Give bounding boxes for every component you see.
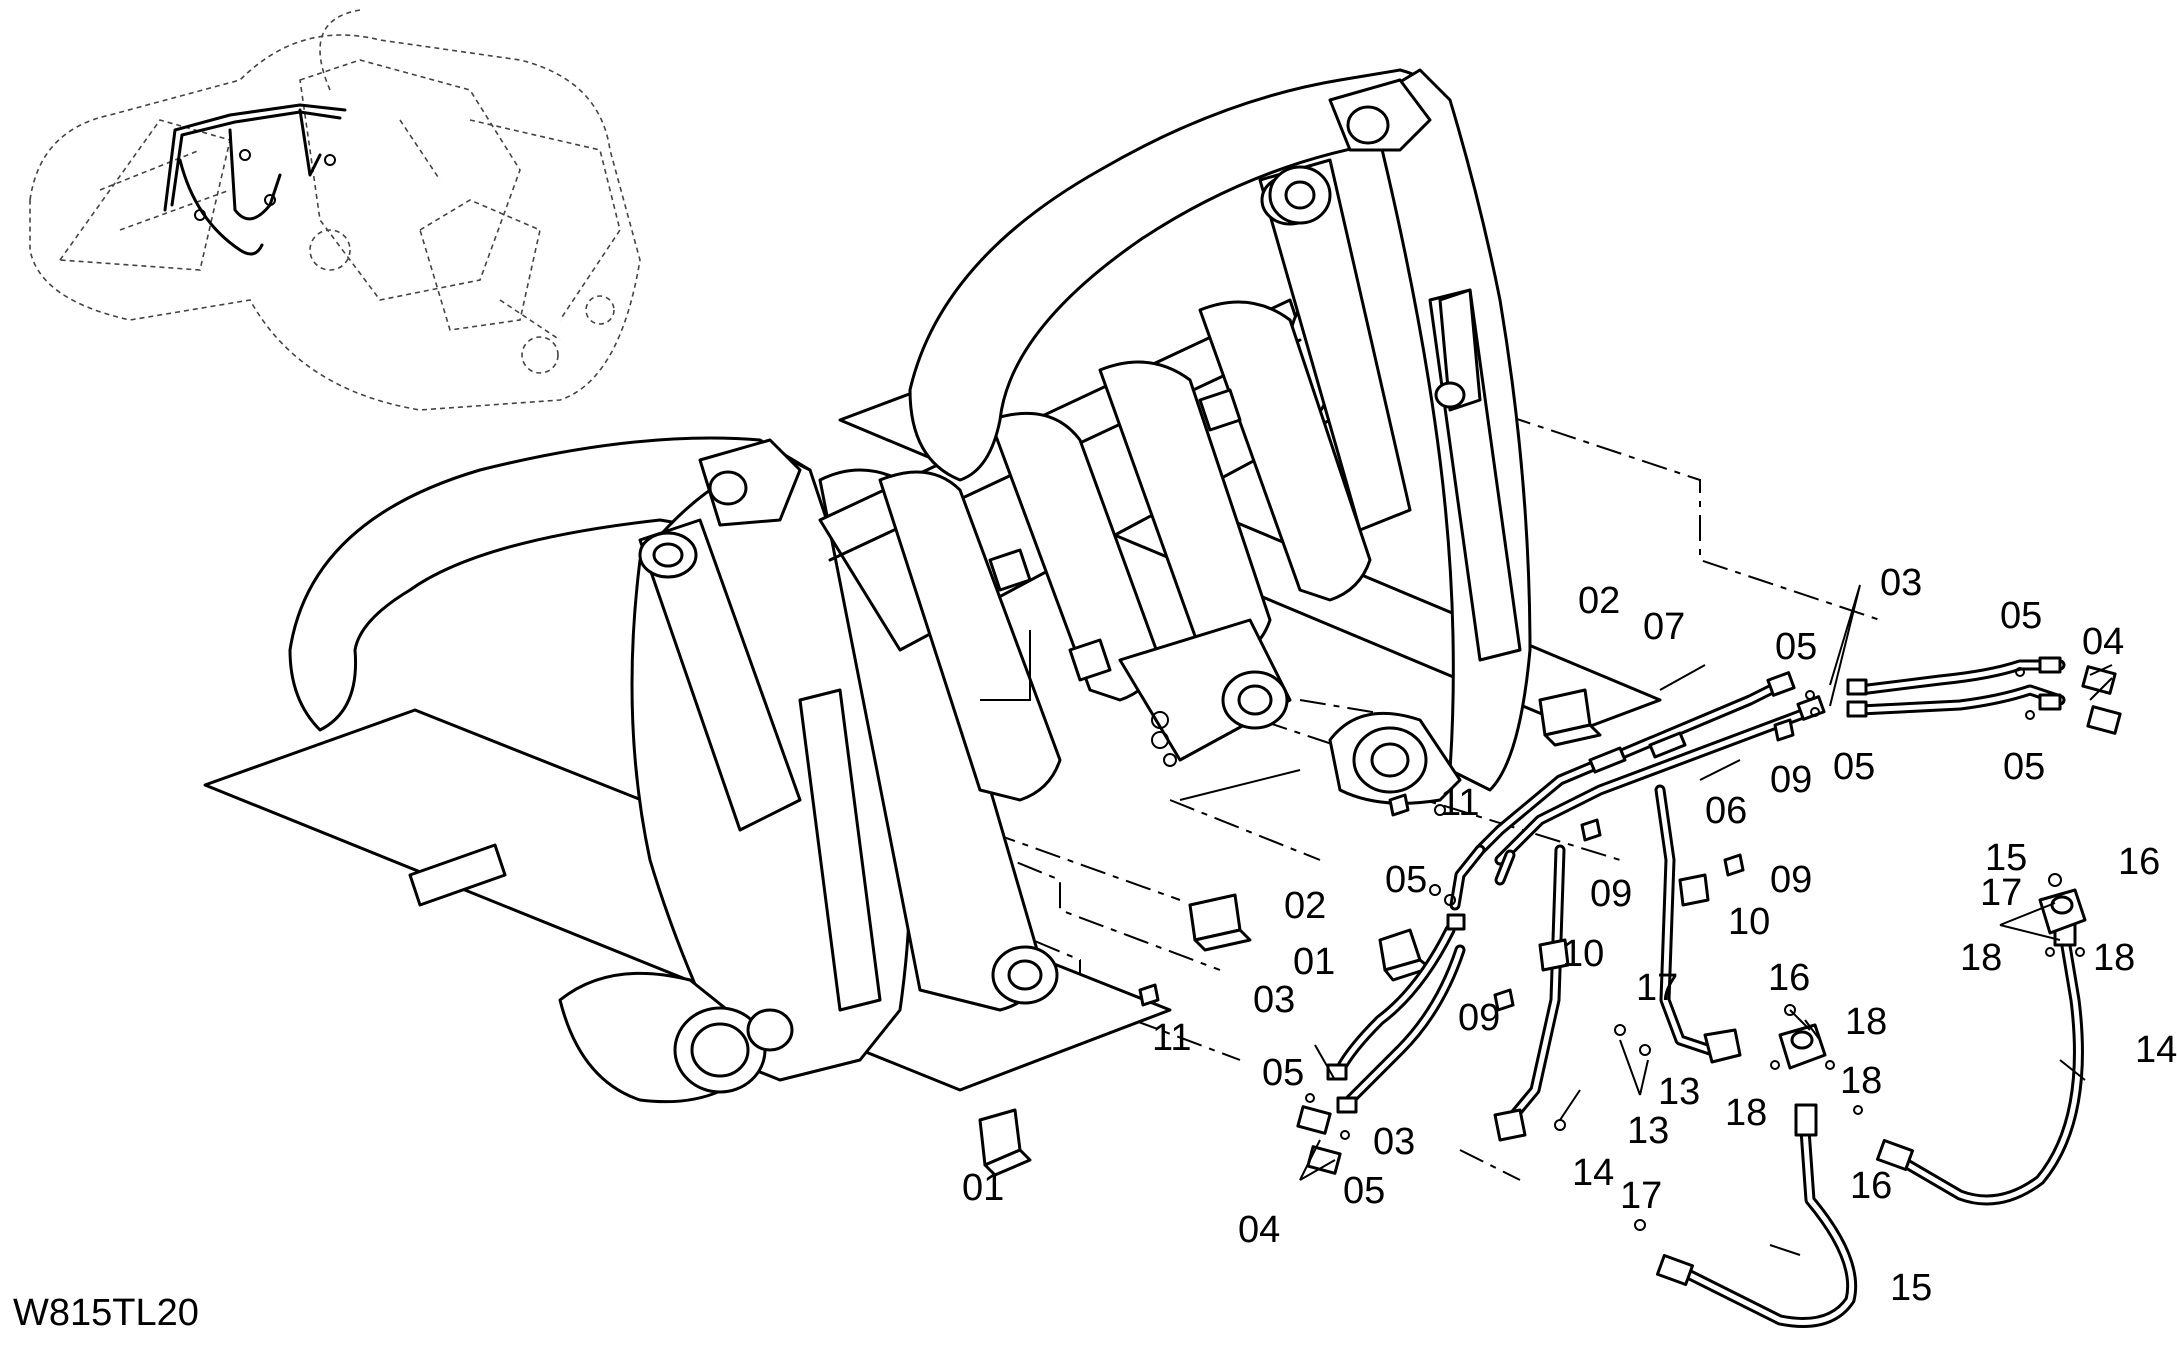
callout-09-b: 09: [1590, 873, 1632, 915]
callout-17-c: 18: [1845, 1001, 1887, 1043]
callout-15-b: 16: [2118, 841, 2160, 883]
callout-14-b: 15: [1890, 1267, 1932, 1309]
fitting-04-lower: [1296, 1105, 1342, 1175]
callout-17-b: 17: [1636, 967, 1678, 1009]
callout-05-a: 05: [1775, 626, 1817, 668]
callout-13-b: 14: [1572, 1152, 1614, 1194]
clamp-10-b: [1678, 873, 1710, 907]
block-02-a: [1538, 688, 1602, 747]
wedge-block-01-a: [978, 1108, 1032, 1177]
callout-11-a: 11: [1440, 782, 1479, 824]
callout-01-b: 01: [962, 1167, 1004, 1209]
callout-15-a: 15: [1985, 837, 2027, 879]
loader-arm-assembly: [203, 68, 1662, 1104]
callout-05-b: 05: [2000, 595, 2042, 637]
callout-02-a: 02: [1578, 580, 1620, 622]
fitting-04-upper: [2081, 665, 2122, 735]
callout-10-a: 10: [1728, 901, 1770, 943]
callout-05-c: 05: [1833, 746, 1875, 788]
callout-03-b: 03: [1253, 979, 1295, 1021]
callout-03-c: 03: [1373, 1121, 1415, 1163]
callout-18-a: 18: [1960, 937, 2002, 979]
callout-07: 07: [1643, 606, 1685, 648]
label-leaders: [1299, 584, 2113, 1256]
drawing-code: W815TL20: [13, 1292, 199, 1334]
callout-11-b: 11: [1152, 1017, 1191, 1059]
overview-inset: [29, 9, 641, 411]
callout-14-a: 14: [2135, 1029, 2177, 1071]
callout-18-b: 18: [2093, 937, 2135, 979]
callout-04-a: 04: [2082, 621, 2124, 663]
callout-05-f: 05: [1262, 1052, 1304, 1094]
callout-labels: 02 07 05 03 05 04 09 05 05 06 11 05 09 0…: [962, 562, 2177, 1309]
callout-02-b: 02: [1284, 885, 1326, 927]
hose-03-lower: [1326, 913, 1466, 1114]
block-02-b: [1188, 893, 1252, 952]
valve-block-17-upper: [2038, 888, 2087, 935]
callout-09-d: 09: [1458, 997, 1500, 1039]
callout-05-e: 05: [1385, 859, 1427, 901]
callout-01-a: 01: [1293, 941, 1335, 983]
callout-05-g: 05: [1343, 1170, 1385, 1212]
callout-16-a: 16: [1850, 1165, 1892, 1207]
callout-04-b: 04: [1238, 1209, 1280, 1251]
callout-05-d: 05: [2003, 746, 2045, 788]
callout-13-a: 13: [1658, 1071, 1700, 1113]
callout-12: 13: [1627, 1110, 1669, 1152]
callout-06: 06: [1705, 790, 1747, 832]
callout-18-c: 18: [1840, 1060, 1882, 1102]
callout-03-a: 03: [1880, 562, 1922, 604]
callout-09-c: 09: [1770, 859, 1812, 901]
clamp-10-a: [1538, 938, 1570, 972]
hose-14-upper: [1875, 913, 2084, 1206]
valve-block-17-lower: [1778, 1023, 1827, 1070]
steel-tubes-06-07: [1449, 671, 1826, 1142]
callout-15-c: 16: [1768, 957, 1810, 999]
callout-10-b: 10: [1562, 933, 1604, 975]
callout-16-b: 17: [1620, 1175, 1662, 1217]
callout-09-a: 09: [1770, 759, 1812, 801]
hose-03-upper: [1846, 656, 2066, 718]
callout-17-a: 17: [1980, 872, 2022, 914]
hose-14-lower: [1655, 1103, 1858, 1328]
callout-18-d: 18: [1725, 1092, 1767, 1134]
